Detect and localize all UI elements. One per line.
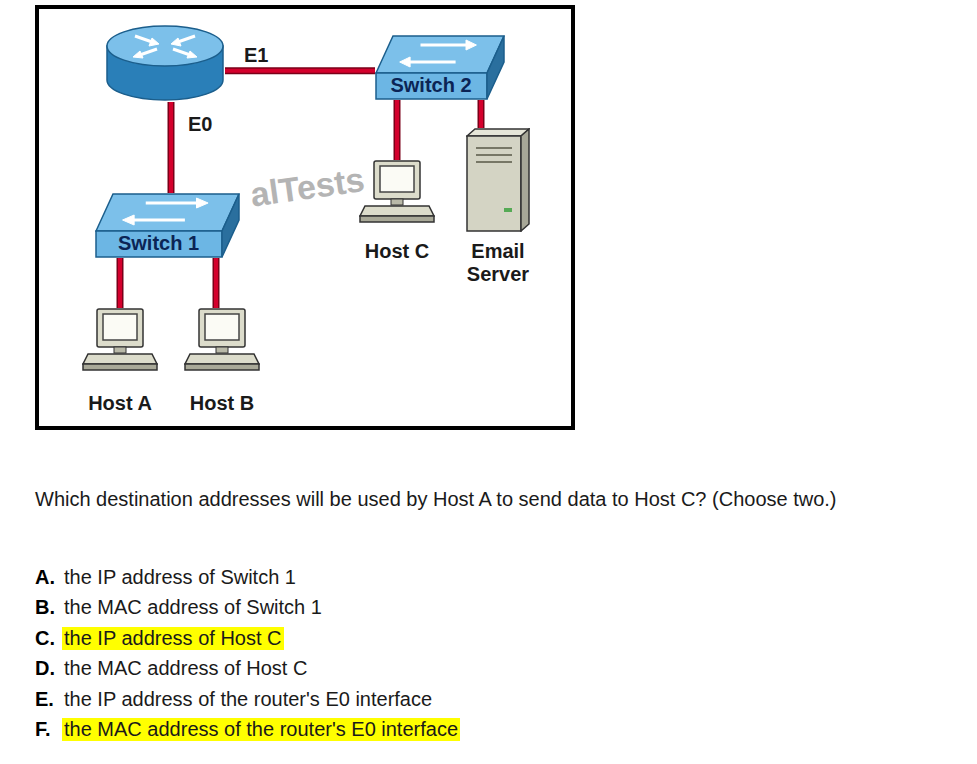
interface-label: E1 — [244, 43, 268, 67]
question-text: Which destination addresses will be used… — [35, 488, 837, 511]
label-holder: Email Server — [454, 240, 542, 286]
computer-symbol — [82, 308, 158, 372]
switch-top — [376, 36, 504, 73]
network-link — [120, 258, 121, 308]
switch-label: Switch 1 — [118, 232, 199, 255]
link-core — [169, 102, 173, 193]
link-outline — [168, 102, 175, 193]
network-link — [171, 102, 172, 193]
option-letter: C. — [35, 627, 55, 650]
server-front — [467, 136, 521, 231]
device-label: Email Server — [456, 240, 540, 286]
device-label: Host A — [88, 392, 152, 415]
network-link — [397, 100, 398, 160]
stand — [114, 347, 126, 353]
monitor — [199, 309, 245, 347]
link-outline — [225, 67, 375, 74]
host-computer: Host B — [184, 308, 260, 415]
link-core — [479, 100, 483, 128]
network-link — [481, 100, 482, 128]
router-arrows — [133, 36, 197, 58]
server-side — [521, 129, 529, 231]
screen — [380, 166, 414, 192]
computer-symbol — [359, 160, 435, 224]
keyboard — [360, 206, 434, 216]
base — [185, 364, 259, 370]
highlighted-answer: the IP address of Host C — [62, 627, 284, 650]
label-holder: Host C — [359, 240, 435, 263]
stand — [216, 347, 228, 353]
screen — [205, 314, 239, 340]
switch-side — [222, 194, 239, 257]
host-computer: Host C — [359, 160, 435, 263]
router-symbol — [105, 24, 225, 102]
link-outline — [394, 100, 401, 160]
server-slots — [476, 148, 512, 162]
label-holder: Host B — [184, 392, 260, 415]
switch-front — [376, 73, 487, 99]
host-computer: Host A — [82, 308, 158, 415]
stand — [391, 199, 403, 205]
switch-side — [487, 36, 504, 99]
label-holder: Switch 2 — [375, 73, 487, 100]
email-server: Email Server — [454, 128, 542, 286]
option-letter: D. — [35, 657, 55, 680]
device-label: Host C — [365, 240, 429, 263]
keyboard — [185, 354, 259, 364]
interface-label: E0 — [188, 112, 212, 136]
link-core — [118, 258, 122, 308]
link-outline — [478, 100, 485, 128]
option-text: the MAC address of Host C — [64, 657, 307, 680]
router-icon — [105, 24, 225, 102]
switch-icon: Switch 1 — [95, 193, 240, 258]
monitor — [374, 161, 420, 199]
link-core — [395, 100, 399, 160]
monitor — [97, 309, 143, 347]
network-link — [216, 258, 217, 308]
label-holder: Host A — [82, 392, 158, 415]
screen — [103, 314, 137, 340]
link-outline — [213, 258, 220, 308]
label-holder: Switch 1 — [95, 231, 222, 258]
base — [360, 216, 434, 222]
switch-top — [96, 194, 239, 231]
link-core — [214, 258, 218, 308]
switch-arrows — [123, 198, 209, 225]
server-symbol — [466, 128, 530, 232]
server-led — [504, 208, 512, 212]
switch-front — [96, 231, 222, 257]
watermark: alTests — [248, 160, 367, 215]
option-text: the MAC address of Switch 1 — [64, 596, 322, 619]
router-top — [107, 26, 223, 66]
device-label: Host B — [190, 392, 254, 415]
option-letter: E. — [35, 688, 54, 711]
computer-symbol — [184, 308, 260, 372]
switch-label: Switch 2 — [390, 74, 471, 97]
link-outline — [117, 258, 124, 308]
switch-icon: Switch 2 — [375, 35, 505, 100]
option-text: the IP address of Switch 1 — [64, 566, 296, 589]
option-letter: A. — [35, 566, 55, 589]
option-letter: B. — [35, 596, 55, 619]
highlighted-answer: the MAC address of the router's E0 inter… — [62, 718, 460, 741]
base — [83, 364, 157, 370]
option-letter: F. — [35, 718, 51, 741]
switch-arrows — [400, 40, 477, 67]
network-link — [225, 70, 375, 71]
option-text: the IP address of the router's E0 interf… — [64, 688, 432, 711]
keyboard — [83, 354, 157, 364]
link-core — [225, 69, 375, 73]
server-top — [467, 129, 529, 136]
